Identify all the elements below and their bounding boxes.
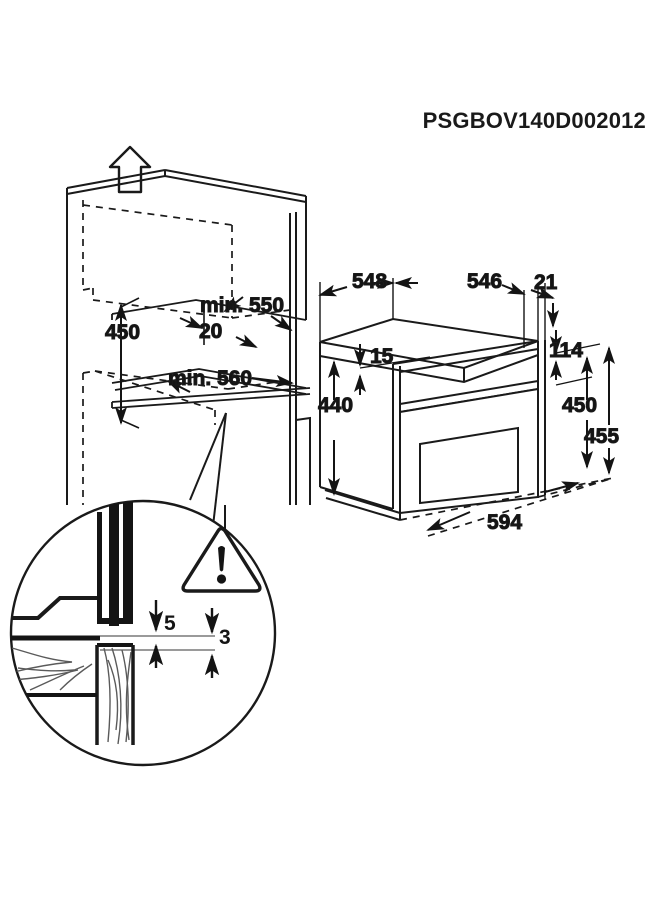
detail-wood-grain-left bbox=[11, 647, 93, 691]
page-title: PSGBOV140D002012 bbox=[422, 108, 646, 133]
dimension-450-oven bbox=[555, 356, 593, 469]
dimension-3-detail-label: 3 bbox=[219, 626, 231, 649]
detail-bar-thick bbox=[109, 501, 119, 626]
detail-wood-grain-right bbox=[103, 647, 132, 745]
dimension-21-oven bbox=[530, 286, 559, 328]
dimension-20-cabinet-label: 20 bbox=[199, 320, 222, 343]
oven-top-face bbox=[319, 317, 539, 370]
dimension-min560-cabinet bbox=[166, 375, 294, 394]
cabinet-diagram: 450 min. 550 20 min. 560 bbox=[66, 145, 311, 545]
dimension-450-cabinet-label: 450 bbox=[105, 321, 140, 344]
cabinet-lower-board bbox=[111, 387, 311, 409]
dimension-15-oven-label: 15 bbox=[370, 345, 394, 368]
dimension-455-oven-label: 455 bbox=[584, 425, 619, 448]
cabinet-niche-top bbox=[111, 299, 307, 321]
detail-circle-group: 5 3 bbox=[9, 499, 277, 767]
dimension-594-oven-label: 594 bbox=[487, 511, 522, 534]
dimension-21-oven-label: 21 bbox=[534, 271, 558, 294]
cabinet-niche-shelf bbox=[111, 368, 307, 395]
cabinet-body bbox=[66, 169, 307, 505]
detail-circle-outline bbox=[9, 499, 277, 767]
dimension-548-oven-label: 548 bbox=[352, 270, 387, 293]
cabinet-hidden-lines bbox=[82, 200, 291, 505]
dimension-15-oven bbox=[354, 344, 431, 395]
oven-door-window bbox=[419, 426, 519, 505]
dimension-min550-cabinet bbox=[223, 296, 293, 332]
oven-base-bracket bbox=[324, 489, 401, 521]
detail-leader-lines bbox=[189, 412, 227, 527]
warning-triangle-icon bbox=[181, 526, 262, 593]
dimension-450-cabinet bbox=[115, 297, 140, 429]
detail-bracket bbox=[12, 596, 97, 620]
dimension-min550-cabinet-label: min. 550 bbox=[200, 294, 284, 317]
dimension-5-detail-label: 5 bbox=[164, 612, 176, 635]
oven-diagram: 548 546 21 15 bbox=[318, 270, 620, 537]
cabinet-lower-front bbox=[224, 416, 311, 545]
oven-depth-hidden-lines bbox=[399, 477, 614, 537]
dimension-440-oven-label: 440 bbox=[318, 394, 353, 417]
dimension-546-oven bbox=[394, 277, 526, 295]
dimension-20-cabinet bbox=[179, 300, 258, 348]
dimension-594-oven bbox=[426, 481, 580, 531]
detail-bar-thick-2 bbox=[123, 501, 133, 620]
dimension-114-oven bbox=[550, 330, 601, 380]
dimension-min560-cabinet-label: min. 560 bbox=[168, 367, 252, 390]
detail-bracket-foot bbox=[97, 618, 133, 624]
dimension-546-oven-label: 546 bbox=[467, 270, 502, 293]
dimension-114-oven-label: 114 bbox=[549, 339, 583, 362]
dimension-450-oven-label: 450 bbox=[562, 394, 597, 417]
detail-bar-thin bbox=[97, 512, 102, 622]
dimension-548-oven bbox=[318, 277, 395, 297]
detail-cross-section bbox=[11, 501, 262, 745]
oven-right-side bbox=[537, 340, 546, 497]
